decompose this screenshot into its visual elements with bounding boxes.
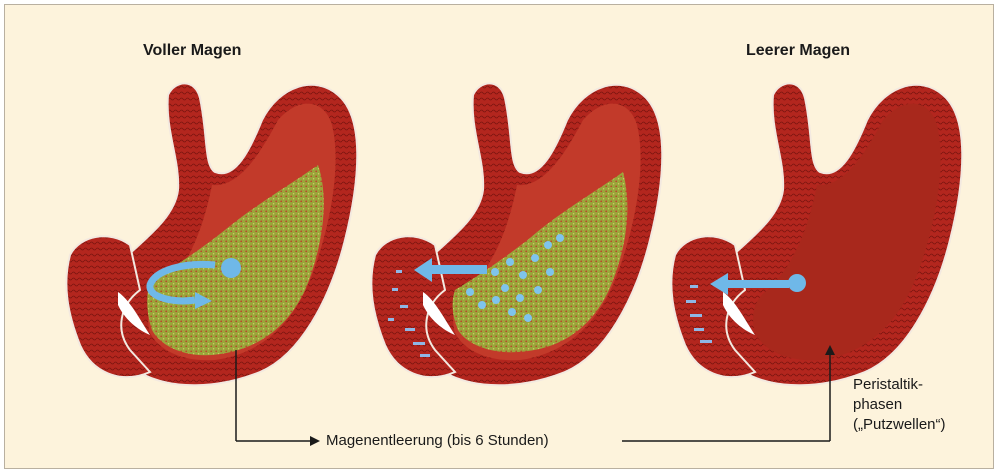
stomach-empty-origin-dot [788, 274, 806, 292]
label-peristalsis-3: („Putzwellen“) [853, 416, 946, 433]
stomach-full-origin-dot [221, 258, 241, 278]
label-peristalsis-1: Peristaltik- [853, 376, 923, 393]
emptying-arrowhead [310, 436, 320, 446]
label-empty-stomach: Leerer Magen [746, 42, 850, 60]
stomach-empty [671, 83, 962, 385]
label-full-stomach: Voller Magen [143, 42, 241, 60]
stomach-full [66, 83, 357, 385]
label-peristalsis-2: phasen [853, 396, 902, 413]
stomach-middle [371, 83, 662, 385]
stomach-middle-arrow-shaft [432, 265, 487, 274]
stomach-empty-arrow-shaft [727, 280, 789, 288]
label-emptying: Magenentleerung (bis 6 Stunden) [326, 432, 549, 449]
